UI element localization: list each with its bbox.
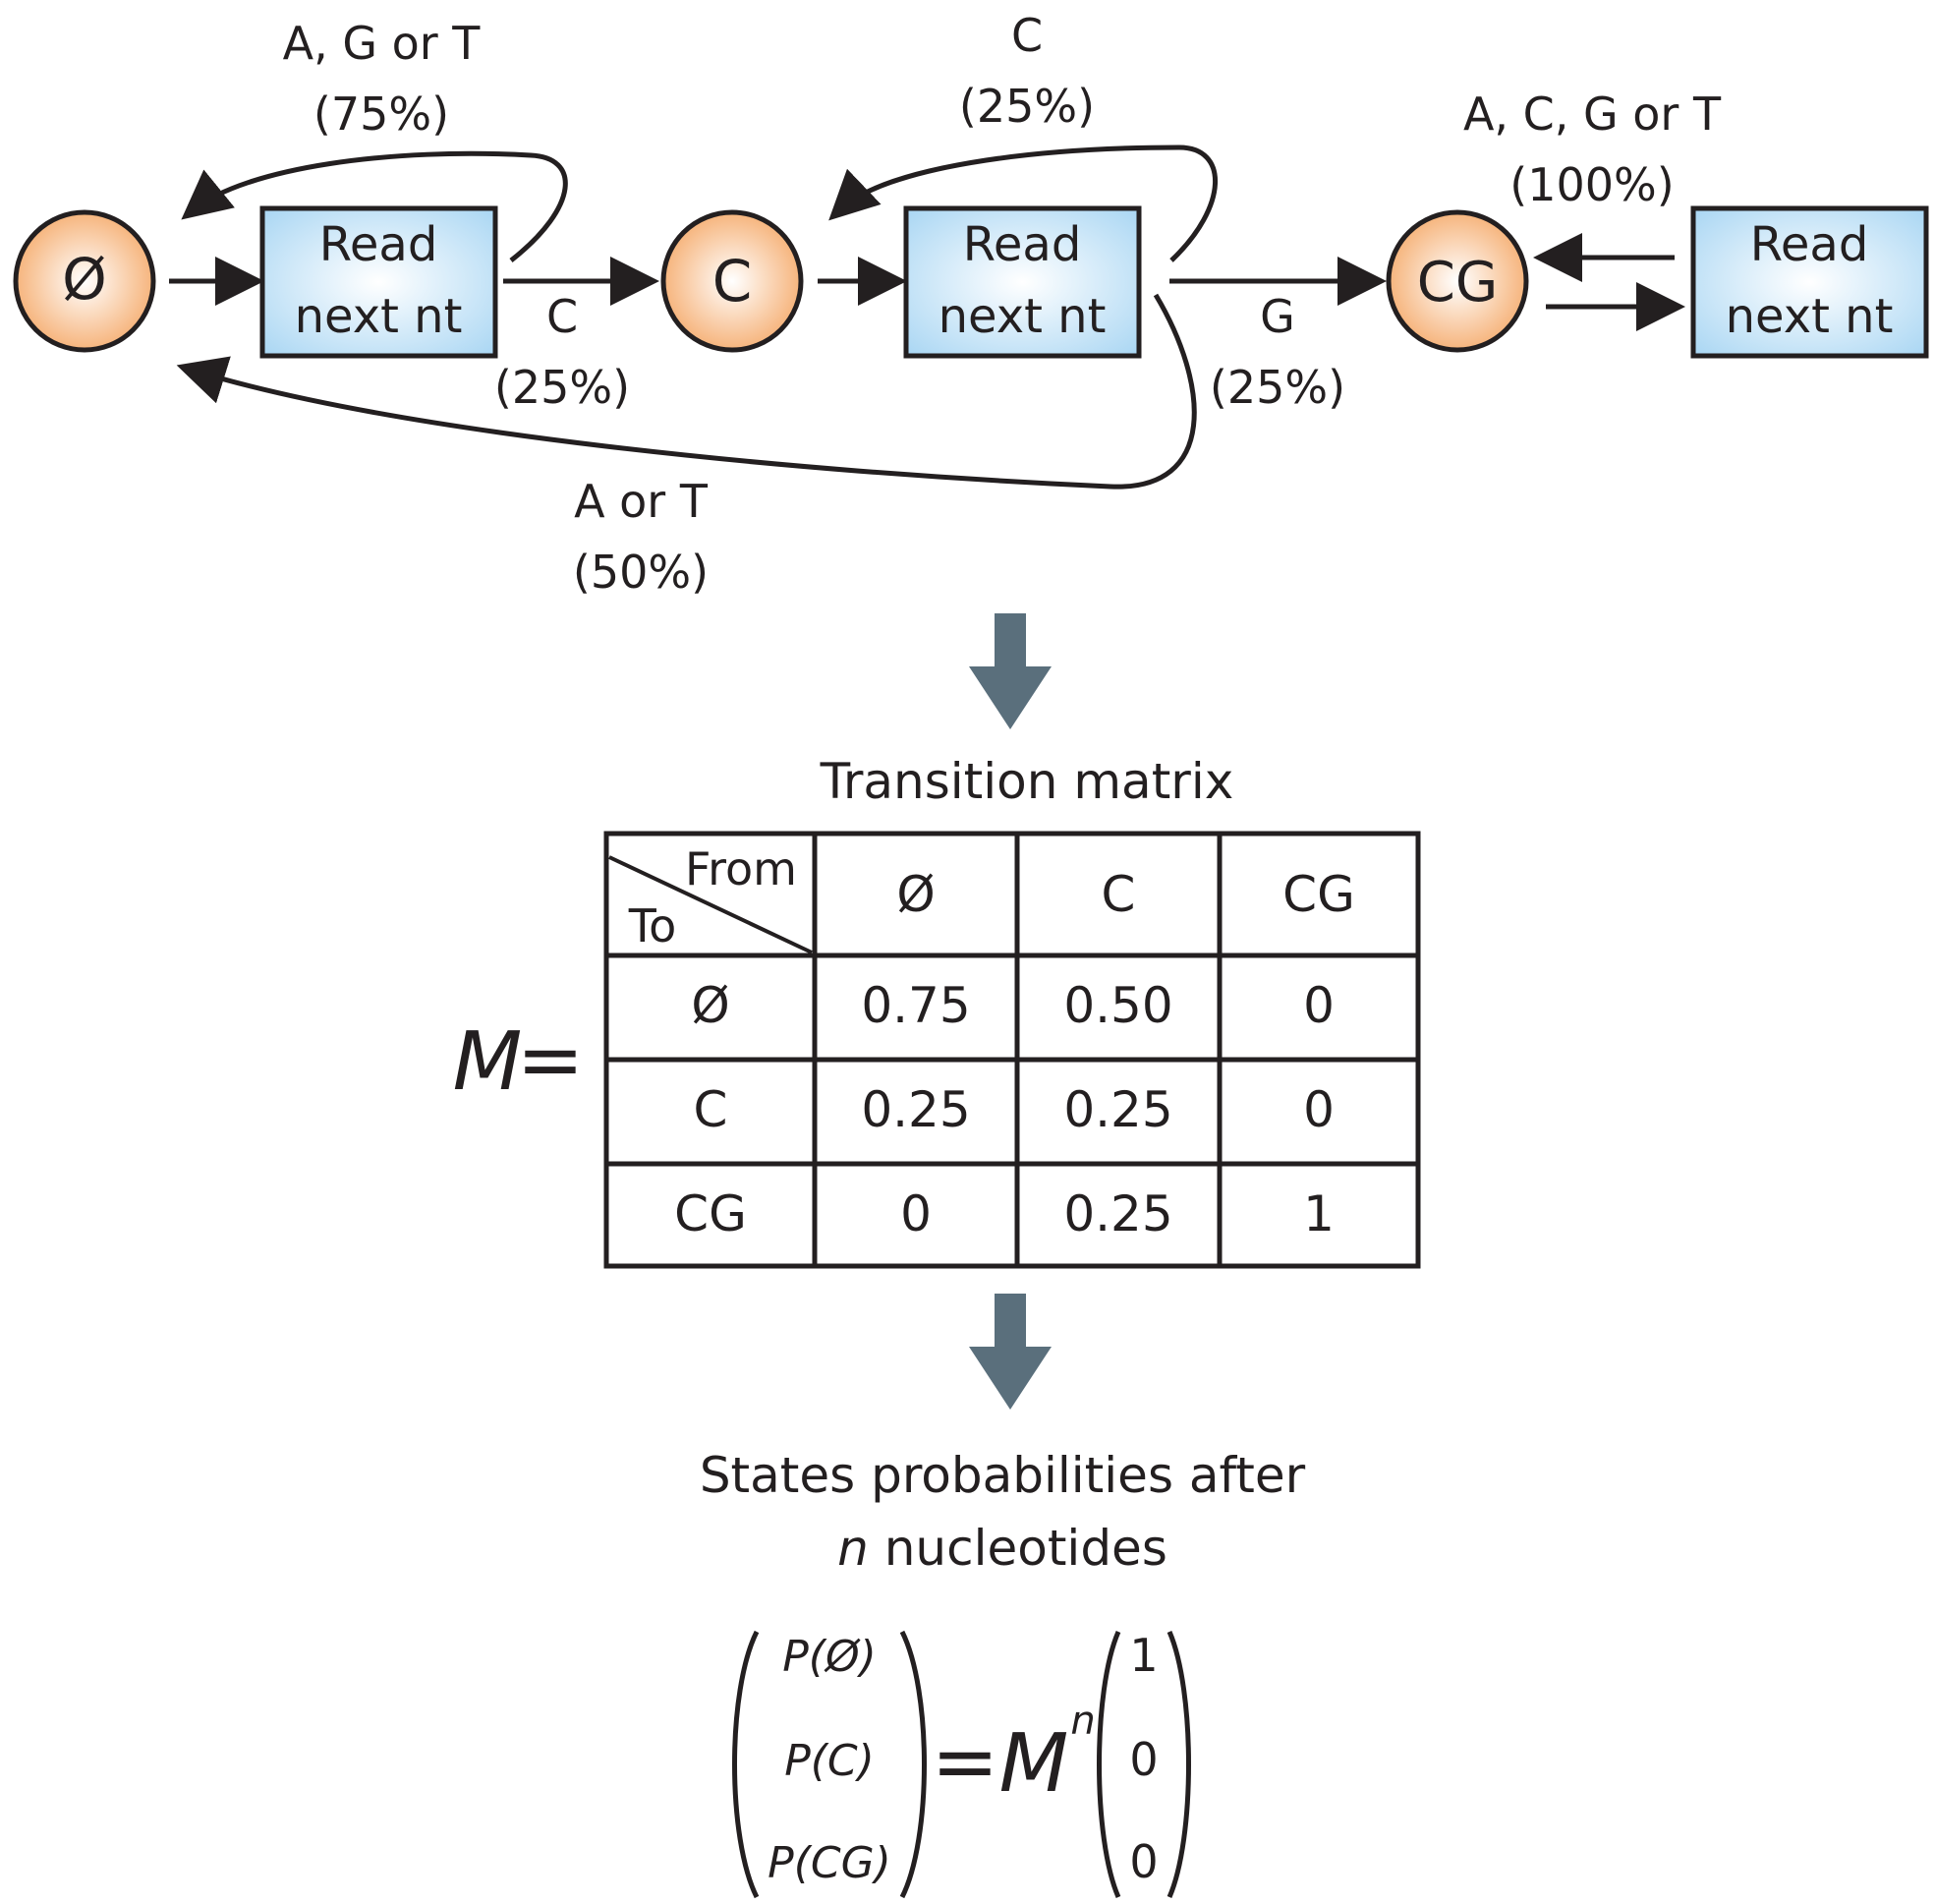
lhs-p-empty: P(Ø) bbox=[782, 1632, 877, 1682]
result-line2-var: n bbox=[837, 1520, 869, 1577]
rhs-paren-right bbox=[1167, 1631, 1191, 1898]
rhs-1: 1 bbox=[1129, 1629, 1158, 1682]
lhs-p-cg: P(CG) bbox=[768, 1838, 891, 1888]
cell-cg-empty: 0 bbox=[900, 1185, 932, 1242]
arrow-read2-back-to-empty bbox=[176, 293, 1197, 490]
read-box-2: Read next nt bbox=[903, 205, 1142, 359]
result-line2: n nucleotides bbox=[837, 1520, 1167, 1577]
result-line1: States probabilities after bbox=[700, 1447, 1306, 1504]
matrix-equals: = bbox=[517, 1013, 585, 1107]
lhs-paren-right bbox=[899, 1630, 927, 1899]
result-equals: = bbox=[932, 1715, 999, 1809]
flow-arrow-down-1 bbox=[969, 613, 1052, 729]
col-header-empty: Ø bbox=[896, 866, 935, 923]
matrix-title: Transition matrix bbox=[820, 753, 1234, 810]
read-box-3: Read next nt bbox=[1690, 205, 1929, 359]
state-c: C bbox=[660, 209, 804, 353]
label-c-forward-pct: (25%) bbox=[494, 361, 630, 414]
cell-cg-cg: 1 bbox=[1303, 1185, 1335, 1242]
row-header-cg: CG bbox=[674, 1185, 747, 1242]
lhs-p-c: P(C) bbox=[784, 1736, 875, 1786]
result-exponent: n bbox=[1070, 1699, 1095, 1744]
corner-diagonal bbox=[608, 855, 813, 954]
cell-empty-c: 0.50 bbox=[1063, 977, 1172, 1034]
cell-cg-c: 0.25 bbox=[1063, 1185, 1172, 1242]
matrix-table bbox=[603, 831, 1421, 1269]
read-box-1: Read next nt bbox=[259, 205, 498, 359]
arrow-read1-loop-to-empty bbox=[181, 150, 568, 262]
state-cg-label: CG bbox=[1417, 251, 1499, 315]
col-header-c: C bbox=[1102, 866, 1136, 923]
label-at-pct: (50%) bbox=[573, 546, 709, 599]
cell-c-empty: 0.25 bbox=[861, 1081, 970, 1138]
rhs-paren-left bbox=[1097, 1631, 1121, 1898]
col-header-cg: CG bbox=[1282, 866, 1355, 923]
label-agt-bases: A, G or T bbox=[283, 17, 482, 70]
rhs-3: 0 bbox=[1129, 1835, 1158, 1888]
row-header-empty: Ø bbox=[691, 977, 729, 1034]
label-c-loop-bases: C bbox=[1011, 9, 1043, 62]
label-at-bases: A or T bbox=[574, 475, 709, 528]
row-header-c: C bbox=[694, 1081, 728, 1138]
read-box-1-line1: Read bbox=[319, 217, 438, 272]
rhs-2: 0 bbox=[1129, 1733, 1158, 1786]
label-all-bases: A, C, G or T bbox=[1463, 87, 1722, 141]
result-line2-rest: nucleotides bbox=[869, 1520, 1167, 1577]
flow-arrow-down-2 bbox=[969, 1294, 1052, 1410]
read-box-3-line1: Read bbox=[1750, 217, 1869, 272]
label-g-forward-pct: (25%) bbox=[1210, 361, 1345, 414]
cell-c-cg: 0 bbox=[1303, 1081, 1335, 1138]
corner-from-label: From bbox=[685, 842, 797, 895]
cell-empty-empty: 0.75 bbox=[861, 977, 970, 1034]
read-box-1-line2: next nt bbox=[295, 289, 463, 344]
lhs-paren-left bbox=[732, 1630, 760, 1899]
state-cg: CG bbox=[1386, 209, 1529, 353]
cell-c-c: 0.25 bbox=[1063, 1081, 1172, 1138]
label-g-forward-bases: G bbox=[1260, 290, 1295, 343]
read-box-3-line2: next nt bbox=[1726, 289, 1894, 344]
matrix-symbol: M bbox=[453, 1015, 523, 1109]
cell-empty-cg: 0 bbox=[1303, 977, 1335, 1034]
label-agt-pct: (75%) bbox=[313, 87, 449, 141]
state-c-label: C bbox=[712, 248, 753, 315]
state-empty-label: Ø bbox=[62, 246, 107, 313]
label-c-forward-bases: C bbox=[546, 290, 578, 343]
label-all-pct: (100%) bbox=[1509, 158, 1674, 211]
arrow-read2-loop-to-c bbox=[828, 144, 1218, 262]
read-box-2-line1: Read bbox=[963, 217, 1082, 272]
read-box-2-line2: next nt bbox=[939, 289, 1107, 344]
corner-to-label: To bbox=[628, 899, 676, 952]
label-c-loop-pct: (25%) bbox=[959, 80, 1095, 133]
state-empty: Ø bbox=[13, 209, 156, 353]
result-operator: M bbox=[999, 1717, 1069, 1811]
